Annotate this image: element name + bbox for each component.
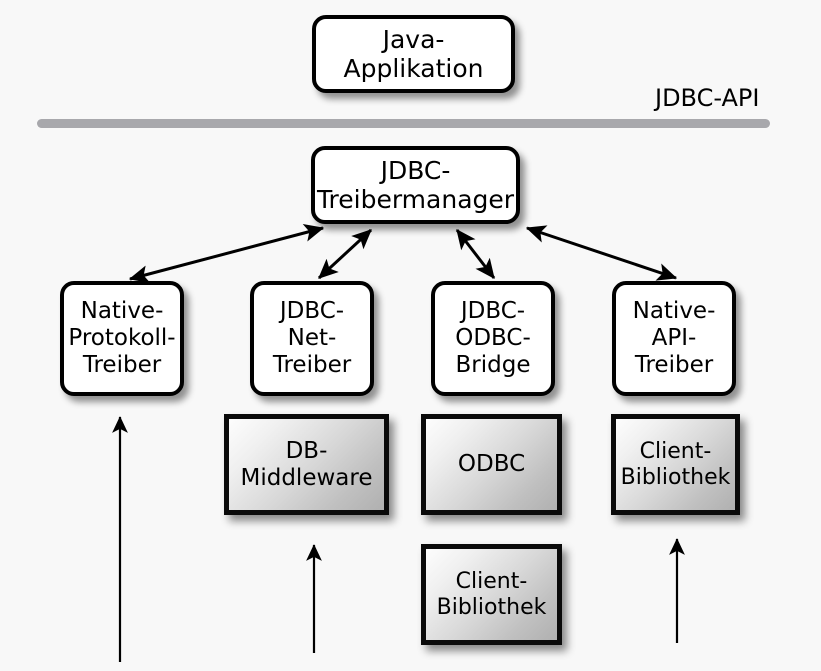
node-line: ODBC-	[455, 325, 531, 352]
arrow-manager-native-api	[525, 225, 678, 281]
node-line: Client-	[639, 438, 712, 464]
node-native-api-treiber[interactable]: Native- API- Treiber	[612, 281, 736, 396]
node-jdbc-net-treiber[interactable]: JDBC- Net- Treiber	[250, 281, 374, 396]
jdbc-api-label: JDBC-API	[655, 84, 760, 112]
node-line: Protokoll-	[68, 325, 176, 352]
node-line: Treiber	[272, 351, 352, 378]
node-line: Middleware	[240, 464, 373, 491]
arrow-manager-jdbc-net	[317, 228, 373, 280]
node-odbc[interactable]: ODBC	[421, 414, 562, 515]
node-line: Bibliothek	[436, 594, 547, 620]
node-line: Applikation	[343, 54, 484, 83]
node-java-applikation[interactable]: Java- Applikation	[312, 15, 515, 93]
node-client-bibliothek-right[interactable]: Client- Bibliothek	[611, 414, 740, 515]
node-line: Net-	[287, 325, 337, 352]
node-line: Treiber	[634, 351, 714, 378]
node-line: Treiber	[82, 351, 162, 378]
node-line: Client-	[455, 568, 528, 594]
node-line: JDBC-	[279, 298, 345, 325]
node-jdbc-odbc-bridge[interactable]: JDBC- ODBC- Bridge	[431, 281, 555, 396]
node-line: Native-	[632, 298, 716, 325]
node-line: ODBC	[457, 451, 526, 478]
jdbc-api-separator-bar	[37, 119, 770, 128]
node-client-bibliothek-bottom[interactable]: Client- Bibliothek	[421, 544, 562, 645]
node-line: DB-	[285, 437, 328, 464]
node-line: JDBC-	[460, 298, 526, 325]
node-line: Bridge	[455, 351, 531, 378]
node-line: JDBC-	[380, 156, 451, 185]
node-line: API-	[651, 325, 697, 352]
node-line: Treibermanager	[316, 185, 515, 214]
node-jdbc-treibermanager[interactable]: JDBC- Treibermanager	[311, 146, 520, 224]
arrow-manager-jdbc-odbc	[455, 229, 496, 279]
node-line: Java-	[382, 25, 445, 54]
arrow-manager-native-protokoll	[128, 224, 325, 283]
node-db-middleware[interactable]: DB- Middleware	[224, 414, 389, 515]
node-native-protokoll-treiber[interactable]: Native- Protokoll- Treiber	[60, 281, 184, 396]
node-line: Native-	[80, 298, 164, 325]
node-line: Bibliothek	[620, 464, 731, 490]
